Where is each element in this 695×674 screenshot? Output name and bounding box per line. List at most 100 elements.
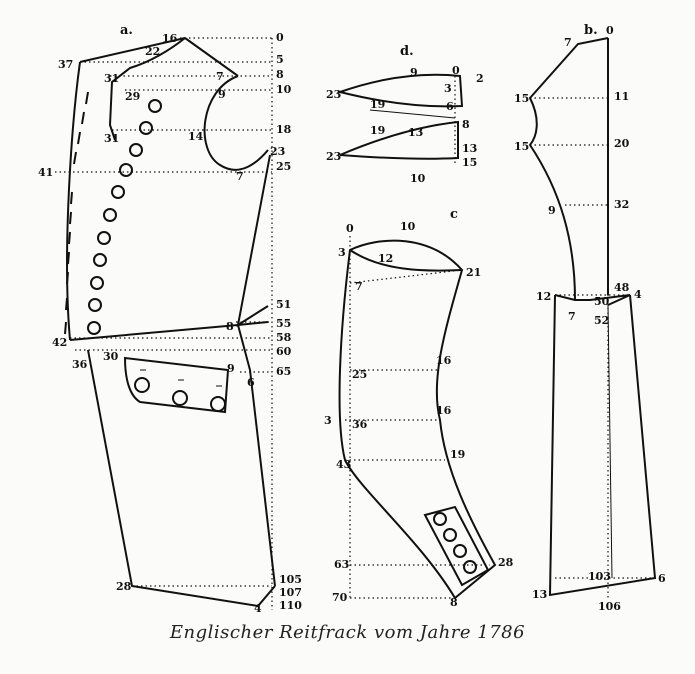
button-icon: [443, 528, 457, 542]
a-pt-42: 42: [52, 336, 67, 349]
b-pt-6: 6: [658, 572, 666, 585]
a-waist-line: [69, 324, 239, 341]
d-pt-10: 10: [410, 172, 426, 185]
button-icon: [172, 390, 188, 406]
b-pt-4: 4: [634, 288, 642, 301]
c-pt-43: 43: [336, 458, 351, 471]
button-icon: [453, 544, 467, 558]
a-ruler-10: 10: [276, 83, 292, 96]
button-icon: [119, 163, 133, 177]
a-buttonholes: [64, 91, 89, 335]
button-icon: [87, 321, 101, 335]
d-pt-3: 3: [444, 82, 452, 95]
a-ruler-23: 23: [270, 145, 285, 158]
c-pt-16b: 16: [436, 404, 452, 417]
button-icon: [139, 121, 153, 135]
d-pt-19b: 19: [370, 124, 385, 137]
a-pocket-flap: [123, 356, 230, 414]
c-pt-21: 21: [466, 266, 481, 279]
c-pt-63: 63: [334, 558, 349, 571]
a-pt-28: 28: [116, 580, 132, 593]
d-lower-collar: [339, 120, 459, 160]
button-icon: [90, 276, 104, 290]
a-pt-7b: 7: [236, 170, 244, 183]
a-pt-22: 22: [145, 45, 160, 58]
a-pt-14: 14: [188, 130, 204, 143]
b-pt-13: 13: [532, 588, 547, 601]
d-pt-6: 6: [446, 100, 454, 113]
d-pt-0: 0: [452, 64, 460, 77]
b-pt-7: 7: [564, 36, 572, 49]
a-ruler-65: 65: [276, 365, 291, 378]
b-pt-48: 48: [614, 281, 630, 294]
a-pt-29: 29: [125, 90, 140, 103]
b-pt-52: 52: [594, 314, 609, 327]
buttonhole-marks: [64, 91, 89, 335]
a-ruler-8: 8: [276, 68, 284, 81]
a-ruler-60: 60: [276, 345, 292, 358]
piece-d-letter: d.: [400, 44, 414, 59]
button-icon: [97, 231, 111, 245]
a-ruler-107: 107: [279, 586, 302, 599]
a-pt-30: 30: [103, 350, 119, 363]
b-pt-12: 12: [536, 290, 551, 303]
a-pt-8: 8: [226, 320, 234, 333]
b-pt-20: 20: [614, 137, 630, 150]
button-icon: [88, 298, 102, 312]
b-pt-50: 50: [594, 295, 610, 308]
button-icon: [103, 208, 117, 222]
b-pt-15a: 15: [514, 92, 529, 105]
a-pt-16: 16: [162, 32, 178, 45]
button-icon: [111, 185, 125, 199]
a-ruler-110: 110: [279, 599, 302, 612]
piece-a-letter: a.: [120, 23, 133, 38]
a-pt-9b: 9: [227, 362, 235, 375]
d-pt-23b: 23: [326, 150, 341, 163]
c-pt-70: 70: [332, 591, 348, 604]
a-skirt-outline: [87, 349, 276, 608]
d-pt-8: 8: [462, 118, 470, 131]
a-ruler-55: 55: [276, 317, 291, 330]
d-pt-13a: 13: [408, 126, 423, 139]
b-pt-106: 106: [598, 600, 621, 613]
d-mid-line: [369, 109, 456, 119]
piece-d: d. 9 0 2 23 19 3 6 8 19 13 23 13 10 15: [326, 44, 484, 185]
c-cuff-buttons: [433, 512, 477, 574]
a-pt-37: 37: [58, 58, 73, 71]
a-ruler-51: 51: [276, 298, 291, 311]
a-pt-36: 36: [72, 358, 88, 371]
d-pt-15: 15: [462, 156, 477, 169]
figure-caption: Englischer Reitfrack vom Jahre 1786: [169, 622, 526, 643]
c-undersleeve-curve: [349, 249, 463, 272]
pocket-button-shanks: [140, 369, 222, 387]
b-back-outline: [528, 37, 609, 301]
b-pt-7b: 7: [568, 310, 576, 323]
b-pt-103: 103: [588, 570, 611, 583]
b-pt-0: 0: [606, 24, 614, 37]
a-armhole: [203, 75, 269, 171]
b-pt-11: 11: [614, 90, 629, 103]
piece-c-letter: c: [450, 207, 458, 222]
c-pt-7: 7: [355, 280, 363, 293]
d-pt-19a: 19: [370, 98, 385, 111]
a-front-edge: [66, 61, 81, 341]
button-icon: [463, 560, 477, 574]
a-pt-31b: 31: [104, 132, 119, 145]
button-icon: [210, 396, 226, 412]
button-icon: [129, 143, 143, 157]
a-pt-6: 6: [247, 376, 255, 389]
a-ruler-0: 0: [276, 31, 284, 44]
c-pt-36: 36: [352, 418, 368, 431]
b-pt-9: 9: [548, 204, 556, 217]
c-pt-3b: 3: [324, 414, 332, 427]
a-ruler-5: 5: [276, 53, 284, 66]
d-pt-2: 2: [476, 72, 484, 85]
a-pt-4: 4: [254, 602, 262, 615]
a-neck-outline: [108, 37, 239, 141]
d-upper-collar: [336, 73, 464, 108]
b-pt-15b: 15: [514, 140, 529, 153]
a-skirt-side: [237, 324, 276, 587]
a-shoulder-line: [79, 37, 186, 63]
piece-a: a. 0 5 8 10 18 23 25 51 55 58 60 65 105 …: [38, 23, 302, 615]
